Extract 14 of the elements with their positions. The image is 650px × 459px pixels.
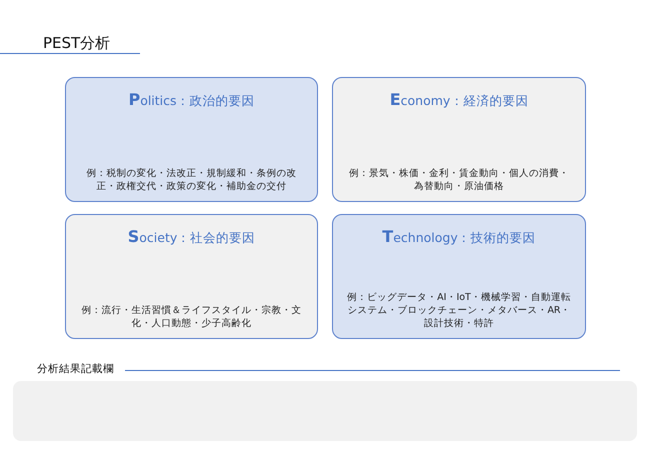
- factor-card: [332, 214, 586, 339]
- factor-card: [65, 214, 318, 339]
- card-heading: Society：社会的要因: [126, 227, 256, 247]
- example-text: 例：税制の変化・法改正・規制緩和・条例の改正・政権交代・政策の変化・補助金の交付: [86, 167, 298, 193]
- page-title: PEST分析: [43, 34, 110, 53]
- card-heading: Technology：技術的要因: [381, 227, 537, 247]
- card-heading: Politics：政治的要因: [127, 90, 256, 110]
- section-heading: 分析結果記載欄: [37, 362, 114, 376]
- card-heading: Economy：経済的要因: [388, 90, 530, 110]
- example-text: 例：景気・株価・金利・賃金動向・個人の消費・為替動向・原油価格: [348, 167, 570, 193]
- example-text: 例：流行・生活習慣＆ライフスタイル・宗教・文化・人口動態・少子高齢化: [80, 304, 302, 330]
- factor-card: [332, 77, 586, 202]
- factor-card: [65, 77, 318, 202]
- example-text: 例：ビッグデータ・AI・IoT・機械学習・自動運転システム・ブロックチェーン・メタバース・AR・設計技術・特許: [346, 291, 572, 330]
